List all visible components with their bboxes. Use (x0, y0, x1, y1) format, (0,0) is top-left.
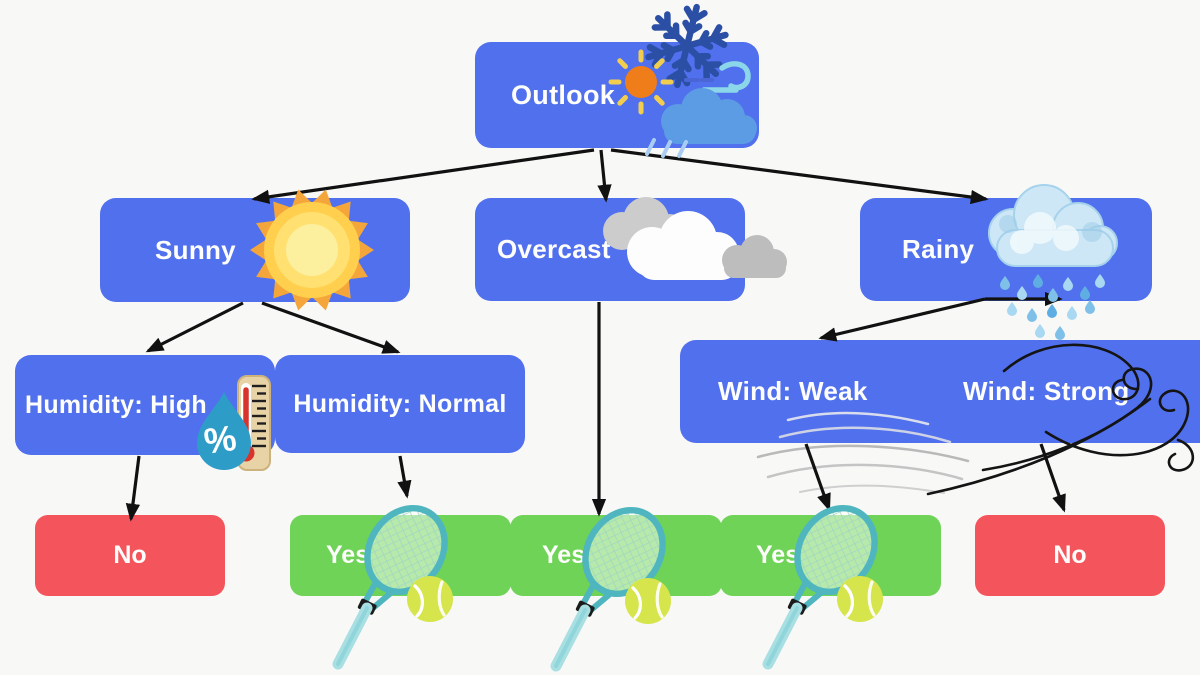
node-sunny: Sunny (100, 198, 410, 302)
edge-outlook-sunny (251, 148, 595, 204)
edge-outlook-overcast (597, 149, 612, 203)
node-humidity-normal: Humidity: Normal (275, 355, 525, 453)
edge-humidity-normal-yes (397, 455, 412, 499)
edge-humidity-high-no (125, 455, 141, 522)
leaf-label: Yes (756, 541, 800, 569)
node-overcast-label: Overcast (497, 234, 611, 264)
node-wind-weak-label: Wind: Weak (718, 376, 868, 406)
node-wind-strong-label: Wind: Strong (963, 376, 1130, 406)
leaf-no-humidity-high: No (35, 515, 225, 596)
leaf-label: Yes (326, 541, 370, 569)
node-outlook: Outlook (475, 42, 759, 148)
leaf-label: No (113, 541, 147, 569)
edge-rainy-wind-weak (818, 297, 986, 342)
node-rainy: Rainy (860, 198, 1152, 301)
leaf-yes-wind-weak: Yes (720, 515, 941, 596)
edge-wind-weak-yes (804, 443, 831, 512)
node-overcast: Overcast (475, 198, 745, 301)
leaf-yes-overcast: Yes (510, 515, 722, 596)
node-wind-strong: Wind: Strong (935, 340, 1200, 443)
leaf-label: No (1053, 541, 1087, 569)
node-humidity-normal-label: Humidity: Normal (293, 389, 507, 418)
leaf-label: Yes (542, 541, 586, 569)
leaf-no-wind-strong: No (975, 515, 1165, 596)
node-humidity-high: Humidity: High (15, 355, 275, 455)
edge-sunny-humidity-high (145, 301, 244, 353)
node-wind-weak: Wind: Weak (680, 340, 968, 443)
node-outlook-label: Outlook (511, 79, 616, 110)
edge-wind-strong-no (1039, 443, 1066, 513)
edge-sunny-humidity-normal (261, 301, 401, 354)
node-rainy-label: Rainy (902, 234, 975, 264)
edge-outlook-rainy (610, 148, 989, 205)
leaf-yes-humidity-normal: Yes (290, 515, 511, 596)
node-humidity-high-label: Humidity: High (25, 390, 207, 419)
node-sunny-label: Sunny (155, 234, 236, 265)
